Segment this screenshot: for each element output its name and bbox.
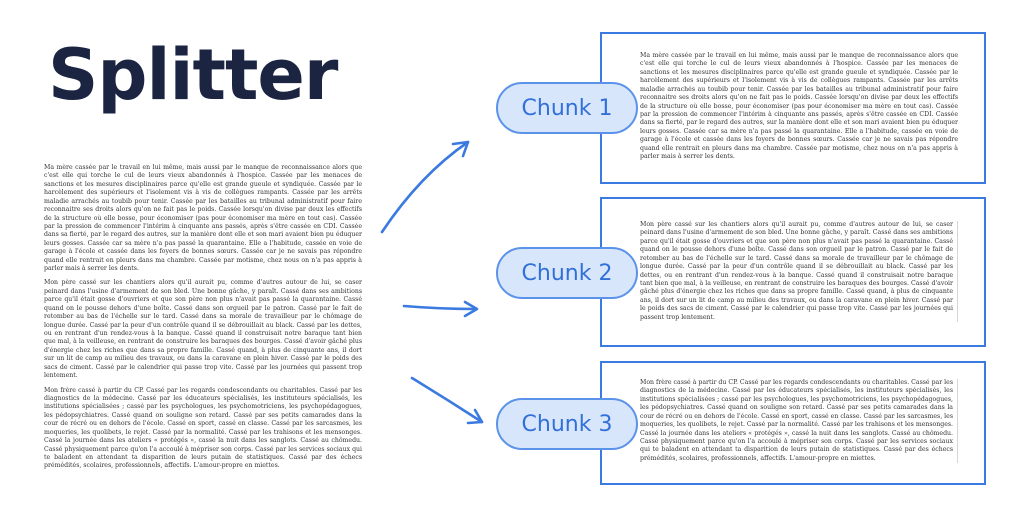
chunk-2-label: Chunk 2 <box>496 247 638 299</box>
chunk-3-label: Chunk 3 <box>496 398 638 450</box>
source-document: Ma mère cassée par le travail en lui mêm… <box>44 164 362 477</box>
chunk-1-box: Ma mère cassée par le travail en lui mêm… <box>600 32 986 184</box>
source-paragraph-1: Ma mère cassée par le travail en lui mêm… <box>44 164 362 273</box>
arrow-to-chunk-3 <box>410 376 484 424</box>
chunk-1-text: Ma mère cassée par le travail en lui mêm… <box>640 52 958 161</box>
arrow-head-chunk-1 <box>451 140 470 158</box>
chunk-2-box: Mon père cassé sur les chantiers alors q… <box>600 197 986 347</box>
chunk-1-label: Chunk 1 <box>496 82 638 134</box>
arrow-head-chunk-2 <box>463 300 479 318</box>
chunk-2-text: Mon père cassé sur les chantiers alors q… <box>640 221 958 323</box>
arrow-head-chunk-3 <box>466 408 484 425</box>
chunk-3-box: Mon frère cassé à partir du CP. Cassé pa… <box>600 361 986 485</box>
chunk-3-text: Mon frère cassé à partir du CP. Cassé pa… <box>640 379 958 464</box>
source-paragraph-3: Mon frère cassé à partir du CP. Cassé pa… <box>44 386 362 470</box>
source-paragraph-2: Mon père cassé sur les chantiers alors q… <box>44 279 362 380</box>
splitter-title: Splitter <box>48 34 338 116</box>
arrow-to-chunk-1 <box>380 140 470 234</box>
arrow-to-chunk-2 <box>402 304 478 311</box>
